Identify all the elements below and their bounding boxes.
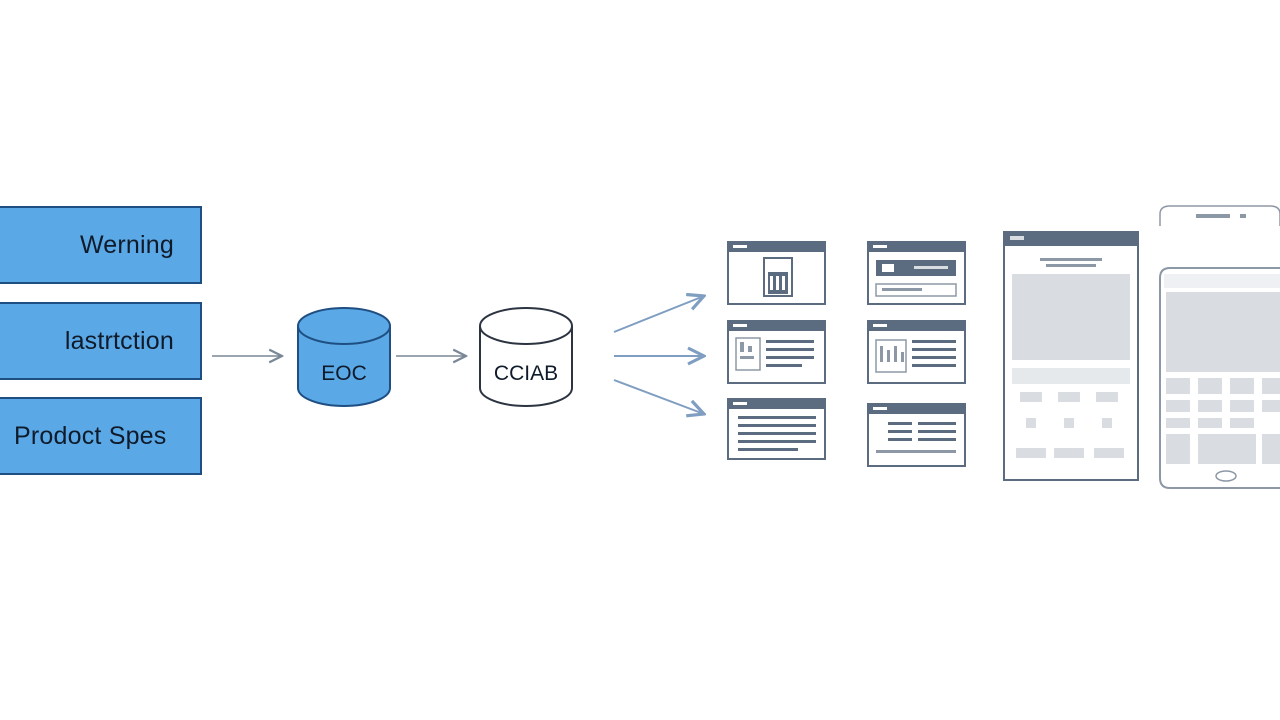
arrow-right-icon bbox=[613, 379, 704, 414]
window-wireframe-icon bbox=[727, 398, 826, 460]
window-wireframe-icon bbox=[867, 241, 966, 305]
phone-wireframe-icon bbox=[1159, 205, 1280, 489]
arrow-right-icon bbox=[613, 296, 704, 333]
source-box-warning: Werning bbox=[0, 206, 202, 284]
database-icon bbox=[297, 307, 391, 407]
database-icon bbox=[479, 307, 573, 407]
source-box-product-specs: Prodoct Spes bbox=[0, 397, 202, 475]
source-box-instruction: lastrtction bbox=[0, 302, 202, 380]
window-wireframe-icon bbox=[727, 241, 826, 305]
window-wireframe-icon bbox=[867, 403, 966, 467]
window-wireframe-icon bbox=[727, 320, 826, 384]
source-box-label: Prodoct Spes bbox=[14, 421, 167, 450]
window-wireframe-icon bbox=[867, 320, 966, 384]
database-label-eoc: EOC bbox=[321, 362, 367, 385]
source-box-label: lastrtction bbox=[64, 326, 174, 355]
database-label-cciab: CCIAB bbox=[493, 362, 559, 385]
source-box-label: Werning bbox=[79, 230, 174, 259]
tablet-wireframe-icon bbox=[1003, 231, 1139, 481]
